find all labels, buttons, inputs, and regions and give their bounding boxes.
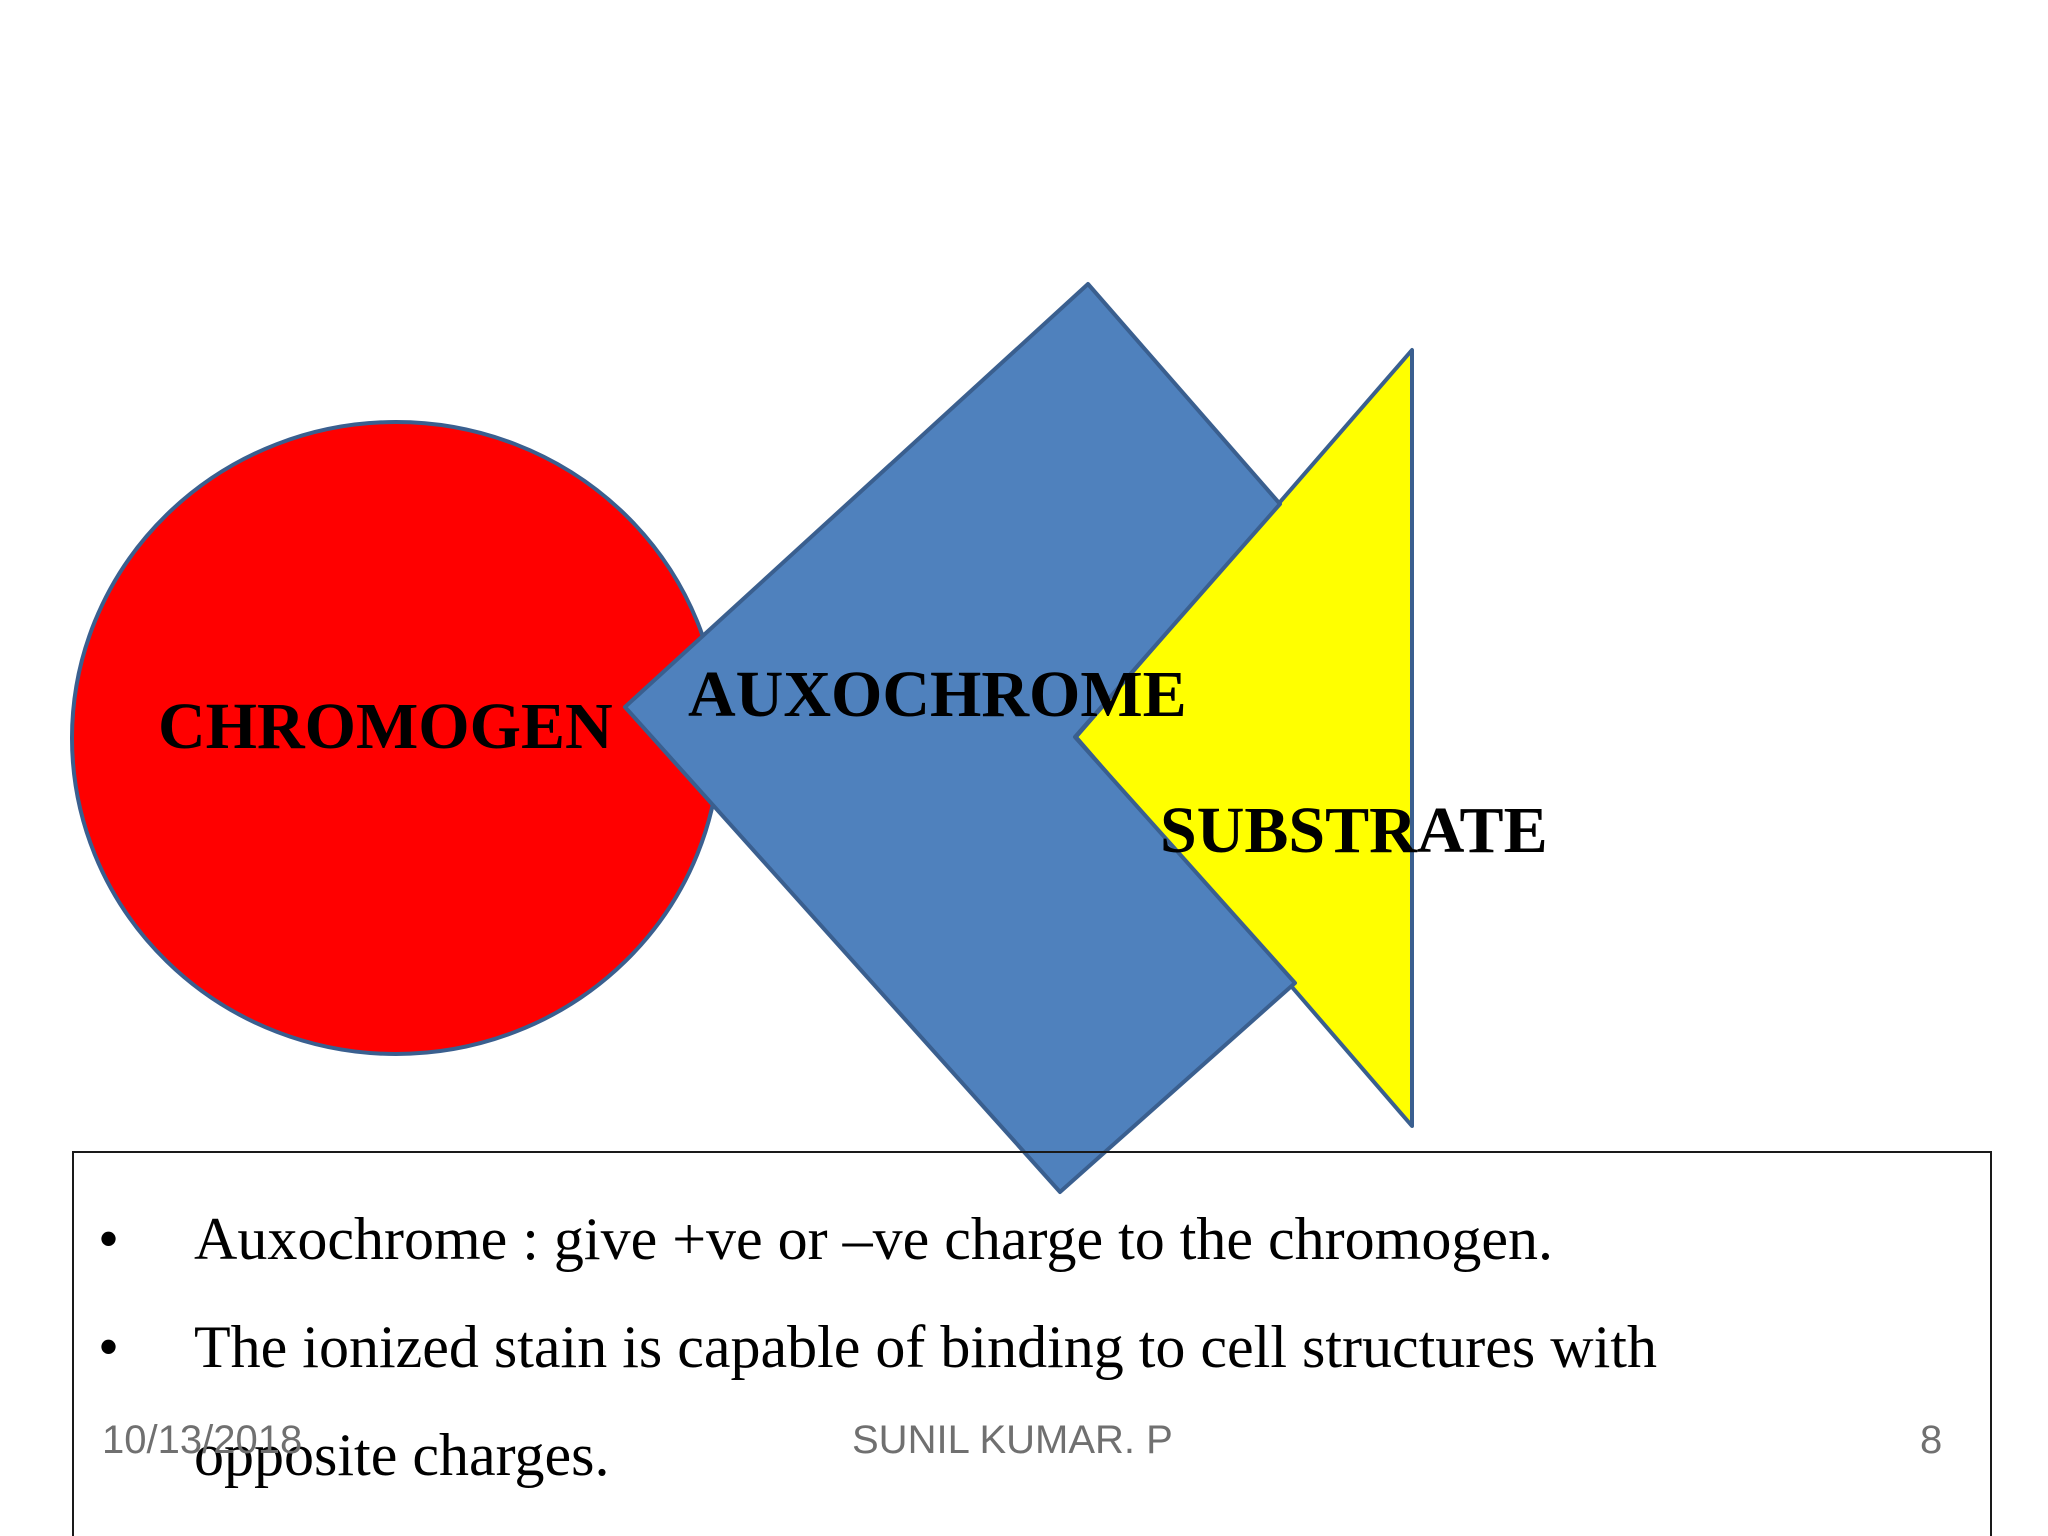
substrate-label: SUBSTRATE — [1160, 794, 1548, 867]
footer-date: 10/13/2018 — [102, 1418, 303, 1462]
footer-page-number: 8 — [1920, 1418, 1943, 1462]
auxochrome-label: AUXOCHROME — [688, 658, 1187, 731]
bullet-symbol: • — [98, 1206, 120, 1272]
bullet-item-text: opposite charges. — [194, 1422, 610, 1488]
bullet-item-text: The ionized stain is capable of binding … — [194, 1314, 1657, 1380]
auxochrome-chevron — [623, 282, 1297, 1194]
footer-author: SUNIL KUMAR. P — [852, 1418, 1173, 1462]
bullet-item-text: Auxochrome : give +ve or –ve charge to t… — [194, 1206, 1553, 1272]
bullet-text-box: • Auxochrome : give +ve or –ve charge to… — [72, 1151, 1992, 1536]
bullet-symbol: • — [98, 1314, 120, 1380]
chromogen-label: CHROMOGEN — [158, 690, 613, 763]
